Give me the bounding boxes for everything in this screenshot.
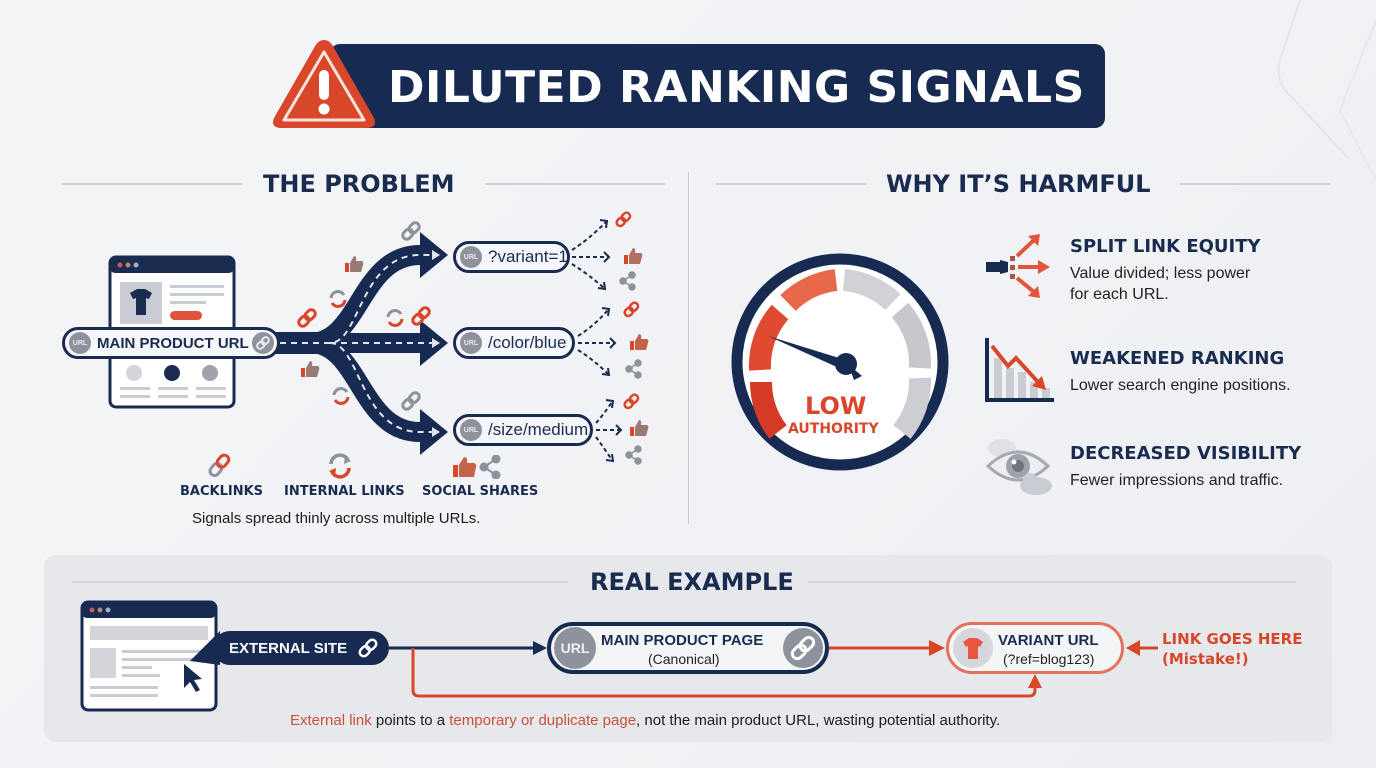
heading-rule — [716, 183, 866, 185]
variant-url-label: ?variant=1 — [488, 247, 568, 266]
main-product-page-title: MAIN PRODUCT PAGE — [601, 632, 764, 649]
title-banner — [330, 44, 1105, 128]
example-heading: REAL EXAMPLE — [590, 568, 794, 596]
thumbs-up-icon — [301, 361, 320, 377]
example-connector-arrows — [387, 640, 1042, 698]
social-shares-legend-icon — [453, 455, 501, 479]
legend-backlinks: BACKLINKS — [180, 484, 264, 499]
variant-url-pill: URL /size/medium — [453, 414, 593, 446]
main-product-url-label: MAIN PRODUCT URL — [97, 334, 249, 352]
link-chain-icon — [401, 391, 421, 411]
link-chain-icon — [358, 638, 378, 658]
variant-url-subtitle: (?ref=blog123) — [1003, 651, 1095, 667]
split-arrows-icon — [986, 234, 1050, 298]
tag-pointer — [190, 631, 220, 665]
url-badge-icon: URL — [460, 332, 482, 354]
mistake-label-line1: LINK GOES HERE — [1162, 630, 1303, 648]
tshirt-icon — [953, 628, 993, 668]
link-chain-icon — [411, 306, 431, 326]
caption-highlight: temporary or duplicate page — [449, 712, 637, 729]
heading-rule — [62, 183, 242, 185]
external-site-tag: EXTERNAL SITE — [213, 631, 389, 665]
caption-text: points to a — [371, 712, 450, 729]
refresh-cycle-icon — [329, 290, 347, 308]
harm-desc-line: Lower search engine positions. — [1070, 377, 1291, 394]
authority-gauge-icon — [731, 253, 949, 471]
branching-arrows-diagram — [270, 232, 448, 455]
heading-rule — [1180, 183, 1330, 185]
link-chain-icon — [783, 628, 823, 668]
gauge-label-authority: AUTHORITY — [788, 421, 879, 437]
link-chain-icon — [297, 308, 317, 328]
mistake-label: LINK GOES HERE (Mistake!) — [1162, 629, 1302, 669]
backlinks-legend-icon — [208, 453, 231, 478]
background-decoration — [1277, 0, 1376, 181]
example-caption: External link points to a temporary or d… — [290, 712, 1000, 729]
variant-url-label: /color/blue — [488, 333, 567, 352]
url-badge-icon: URL — [554, 627, 596, 669]
url-badge-icon: URL — [460, 246, 482, 268]
main-product-url-pill: URL MAIN PRODUCT URL — [62, 327, 280, 359]
url-badge-icon: URL — [69, 332, 91, 354]
harm-title-weakened-ranking: WEAKENED RANKING — [1070, 348, 1285, 369]
warning-triangle-icon — [273, 40, 375, 128]
harm-desc-line: Fewer impressions and traffic. — [1070, 472, 1284, 489]
link-chain-icon — [252, 332, 274, 354]
cloudy-eye-icon — [985, 439, 1052, 495]
internal-links-legend-icon — [329, 453, 351, 479]
heading-rule — [808, 581, 1296, 583]
harm-title-split-link-equity: SPLIT LINK EQUITY — [1070, 236, 1261, 257]
harm-desc-line: Value divided; less power — [1070, 265, 1251, 282]
harm-desc-line: for each URL. — [1070, 286, 1169, 303]
legend-social-shares: SOCIAL SHARES — [422, 484, 539, 499]
section-divider — [688, 172, 689, 524]
harmful-heading: WHY IT’S HARMFUL — [886, 170, 1151, 198]
harm-title-decreased-visibility: DECREASED VISIBILITY — [1070, 443, 1302, 464]
external-site-label: EXTERNAL SITE — [229, 639, 348, 657]
link-chain-icon — [401, 221, 421, 241]
caption-highlight: External link — [290, 712, 372, 729]
declining-chart-icon — [985, 338, 1054, 402]
legend-internal-links: INTERNAL LINKS — [284, 484, 405, 499]
external-site-mockup-icon — [80, 600, 218, 712]
page-title: DILUTED RANKING SIGNALS — [388, 62, 1085, 113]
refresh-cycle-icon — [386, 309, 404, 327]
main-product-page-subtitle: (Canonical) — [648, 651, 720, 667]
mistake-label-line2: (Mistake!) — [1162, 650, 1249, 668]
url-badge-icon: URL — [460, 419, 482, 441]
signal-fanout-arrows — [571, 211, 649, 465]
thumbs-up-icon — [345, 256, 364, 272]
variant-url-title: VARIANT URL — [998, 632, 1099, 649]
variant-url-label: /size/medium — [488, 420, 589, 439]
variant-url-pill: URL ?variant=1 — [453, 241, 570, 273]
heading-rule — [72, 581, 568, 583]
mistake-arrow-icon — [1126, 640, 1158, 656]
caption-text: , not the main product URL, wasting pote… — [636, 712, 1001, 729]
heading-rule — [485, 183, 665, 185]
refresh-cycle-icon — [332, 387, 350, 405]
variant-url-pill: URL /color/blue — [453, 327, 575, 359]
problem-caption: Signals spread thinly across multiple UR… — [192, 510, 481, 527]
problem-heading: THE PROBLEM — [263, 170, 455, 198]
gauge-label-low: LOW — [805, 392, 867, 420]
